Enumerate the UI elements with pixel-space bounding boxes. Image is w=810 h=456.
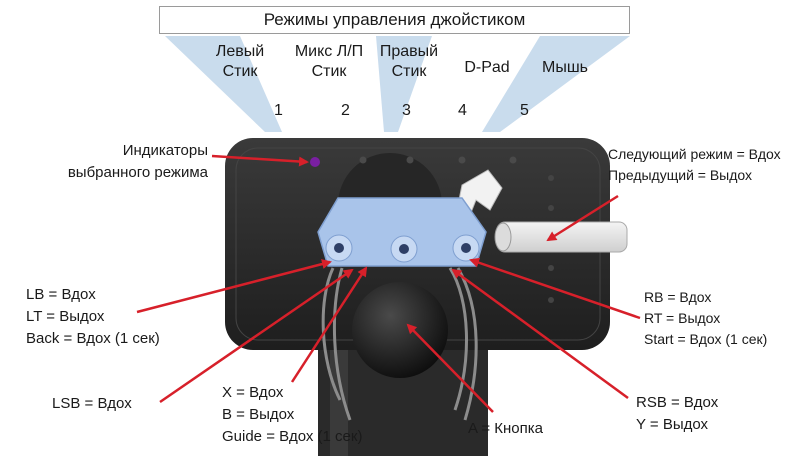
left-tube-line3: Back = Вдох (1 сек) [26, 330, 160, 347]
mode-1-name-line2: Стик [222, 63, 258, 80]
indicator-led [359, 156, 367, 164]
right-tube-line1: RB = Вдох [644, 289, 712, 305]
mode-2-number: 2 [341, 102, 350, 119]
indicator-led [458, 156, 466, 164]
mode-4-name: D-Pad [464, 59, 510, 76]
arrow-right-tube [469, 257, 641, 320]
mode-3-name-line1: Правый [379, 43, 439, 60]
arrow-center-tube [290, 266, 368, 383]
center-tube-line2: B = Выдох [222, 406, 295, 423]
button-a-annotation: A = Кнопка [468, 420, 543, 437]
side-led [548, 265, 554, 271]
mode-beams [165, 36, 630, 132]
mode-2-label: Микс Л/П Стик [286, 42, 372, 82]
mode-switch-line2: Предыдущий = Выдох [608, 167, 753, 183]
indicator-led [509, 156, 517, 164]
hoses [321, 267, 478, 421]
indicator-led-active [310, 157, 320, 167]
side-led [548, 205, 554, 211]
side-led [548, 175, 554, 181]
beam-mode-5 [482, 36, 630, 132]
rsb-annotation: RSB = Вдох Y = Выдох [636, 392, 718, 436]
right-tube-line3: Start = Вдох (1 сек) [644, 331, 768, 347]
callout-arrows [136, 154, 641, 413]
left-tube-line2: LT = Выдох [26, 308, 105, 325]
diagram-title: Режимы управления джойстиком [263, 10, 526, 29]
center-tube-annotation: X = Вдох B = Выдох Guide = Вдох (1 сек) [222, 382, 362, 448]
mode-5-name: Мышь [542, 59, 588, 76]
mode-1-name-line1: Левый [215, 43, 265, 60]
rsb-line1: RSB = Вдох [636, 394, 719, 411]
indicator-annotation: Индикаторы выбранного режима [40, 140, 208, 184]
mode-3-number: 3 [402, 102, 411, 119]
arrow-lsb [159, 268, 354, 404]
arrow-rsb [451, 268, 629, 400]
mode-5-label: Мышь [522, 58, 608, 78]
mode-4-label: D-Pad [444, 58, 530, 78]
beam-mode-3 [376, 36, 432, 132]
mode-2-name-line2: Стик [311, 63, 347, 80]
mode-switch-annotation: Следующий режим = Вдох Предыдущий = Выдо… [608, 144, 781, 186]
mode-3-label: Правый Стик [366, 42, 452, 82]
rsb-line2: Y = Выдох [636, 416, 709, 433]
arrow-button-a [406, 323, 494, 413]
mode-1-number: 1 [274, 102, 283, 119]
mouthpiece [317, 197, 487, 267]
indicator-led [406, 156, 414, 164]
right-tube-annotation: RB = Вдох RT = Выдох Start = Вдох (1 сек… [644, 287, 767, 350]
mode-4-number: 4 [458, 102, 467, 119]
joystick-knob [352, 282, 448, 378]
arrow-indicator [211, 154, 309, 167]
mode-3-name-line2: Стик [391, 63, 427, 80]
arrow-left-tube [136, 259, 332, 314]
side-led [548, 297, 554, 303]
right-tube-line2: RT = Выдох [644, 310, 721, 326]
left-tube-line1: LB = Вдох [26, 286, 96, 303]
indicator-annotation-line1: Индикаторы [122, 142, 208, 159]
mode-5-number: 5 [520, 102, 529, 119]
mode-2-name-line1: Микс Л/П [294, 43, 364, 60]
title-box: Режимы управления джойстиком [159, 6, 630, 34]
mode-switch-tube [494, 221, 628, 253]
mode-1-label: Левый Стик [197, 42, 283, 82]
center-tube-line3: Guide = Вдох (1 сек) [222, 428, 363, 445]
arrow-mode-switch [546, 194, 619, 242]
beam-mode-1 [165, 36, 282, 132]
mode-switch-line1: Следующий режим = Вдох [608, 146, 781, 162]
indicator-annotation-line2: выбранного режима [67, 164, 208, 181]
lsb-annotation: LSB = Вдох [52, 395, 132, 412]
center-tube-line1: X = Вдох [222, 384, 284, 401]
left-tube-annotation: LB = Вдох LT = Выдох Back = Вдох (1 сек) [26, 284, 160, 350]
